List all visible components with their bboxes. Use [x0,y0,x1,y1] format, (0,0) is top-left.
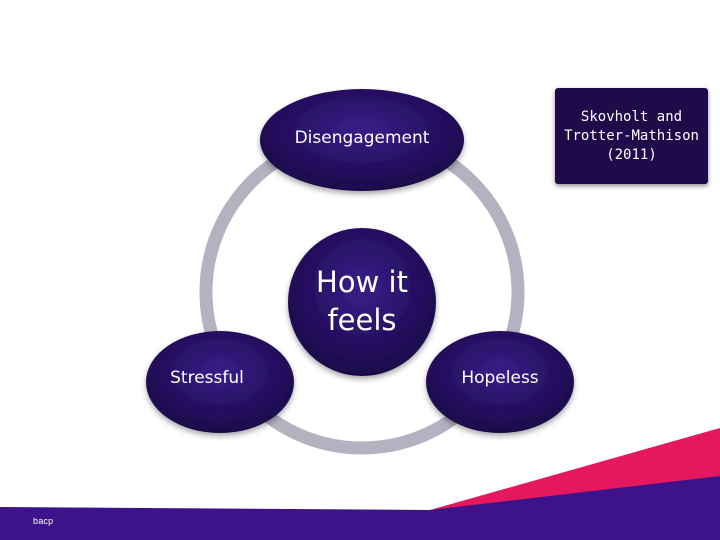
node-top-disengagement [260,89,464,191]
center-circle [288,228,436,376]
bacp-logo: bacp [33,516,54,526]
center-label-line1: How it [316,265,408,299]
node-label-left: Stressful [170,368,244,388]
citation-line3: (2011) [606,146,657,163]
footer-purple-band [0,476,720,540]
node-left-stressful [146,331,294,433]
node-label-right: Hopeless [461,368,539,388]
center-label-line2: feels [327,303,397,337]
citation-line2: Trotter-Mathison [564,127,699,144]
citation-box: Skovholt and Trotter-Mathison (2011) [555,88,708,184]
citation-line1: Skovholt and [580,108,683,125]
center-label: How it feels [282,263,442,339]
node-label-top: Disengagement [294,128,430,148]
node-right-hopeless [426,331,574,433]
